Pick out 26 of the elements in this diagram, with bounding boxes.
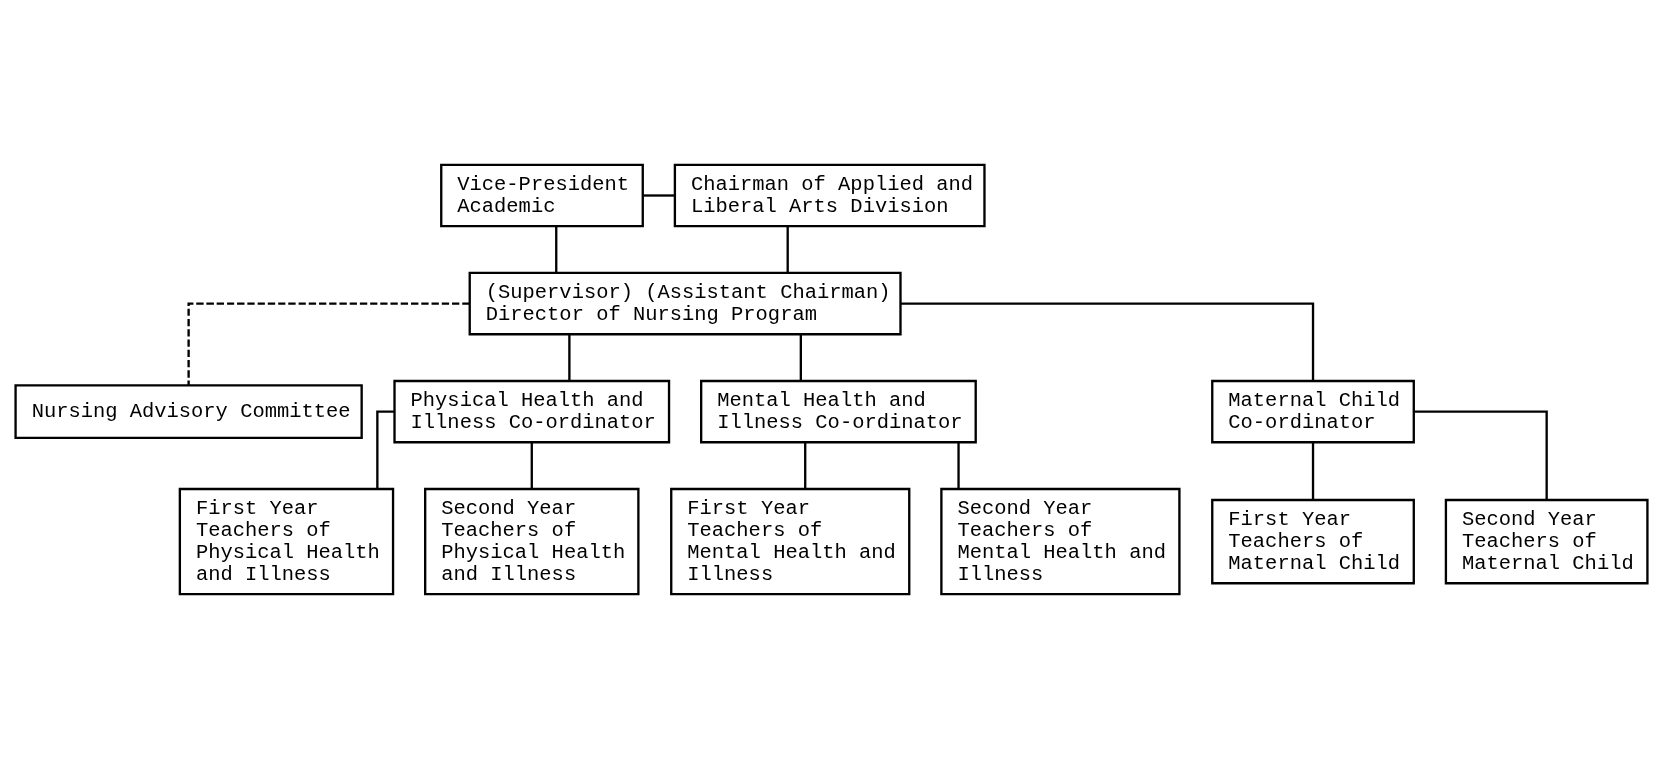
node-box: First Year Teachers of Mental Health and Illness — [670, 487, 911, 595]
connector — [799, 333, 802, 381]
connector — [530, 441, 533, 489]
connector — [786, 225, 789, 273]
connector — [1311, 441, 1315, 500]
node-box: Chairman of Applied and Liberal Arts Division — [673, 163, 986, 227]
connector — [376, 409, 395, 489]
connector — [900, 301, 1315, 381]
connector — [187, 301, 470, 385]
connector — [957, 441, 960, 489]
node-box: First Year Teachers of Physical Health and Illness — [178, 487, 395, 595]
node-box: Second Year Teachers of Maternal Child — [1444, 498, 1649, 584]
node-box: Vice-President Academic — [440, 163, 644, 227]
connector — [643, 193, 675, 197]
node-box: Maternal Child Co-ordinator — [1211, 379, 1415, 443]
node-box: (Supervisor) (Assistant Chairman) Director of Nursing Program — [468, 271, 902, 335]
node-box: Second Year Teachers of Physical Health and Illness — [424, 487, 640, 595]
node-box: Second Year Teachers of Mental Health and Illness — [940, 487, 1181, 595]
node-box: Mental Health and Illness Co-ordinator — [700, 379, 977, 443]
connector — [555, 225, 558, 273]
node-box: Nursing Advisory Committee — [14, 383, 363, 439]
connector — [568, 333, 571, 381]
connector — [1414, 409, 1548, 500]
connector — [804, 441, 807, 489]
node-box: Physical Health and Illness Co-ordinator — [393, 379, 671, 443]
node-box: First Year Teachers of Maternal Child — [1211, 498, 1415, 584]
